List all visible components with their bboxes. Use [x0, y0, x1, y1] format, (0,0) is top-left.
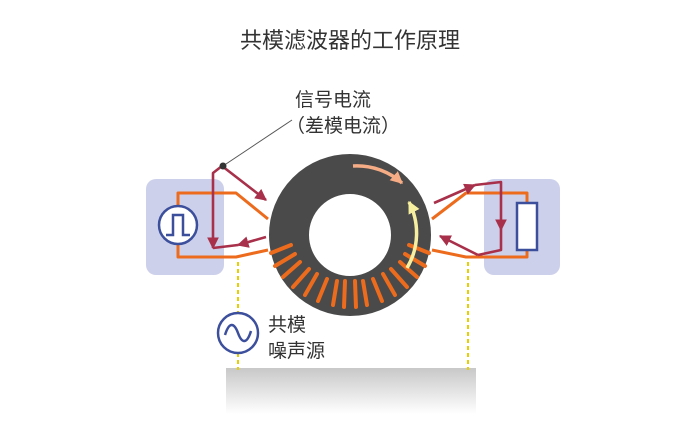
- callout-dot: [219, 162, 227, 170]
- sine-wave-icon: [216, 311, 260, 355]
- flux-arrow-icon: [352, 164, 404, 185]
- flux-arrow-icon: [405, 200, 420, 269]
- callout-leader: [222, 119, 293, 167]
- right-winding: [361, 243, 431, 307]
- signal-current-label: 信号电流: [295, 89, 371, 111]
- signal-current-arrows: [207, 164, 507, 257]
- noise-source-label: 共模: [268, 314, 306, 336]
- diagram-title: 共模滤波器的工作原理: [240, 29, 460, 54]
- bottom-winding: [342, 279, 358, 309]
- ground-plane-icon: [226, 368, 476, 414]
- resistor-icon: [515, 201, 539, 252]
- toroid-core: [269, 154, 431, 316]
- square-pulse-icon: [157, 204, 199, 246]
- left-winding: [269, 243, 339, 307]
- signal-current-sublabel: （差模电流）: [286, 115, 400, 137]
- circuit-wires: [176, 191, 529, 259]
- noise-source-sublabel: 噪声源: [268, 340, 325, 362]
